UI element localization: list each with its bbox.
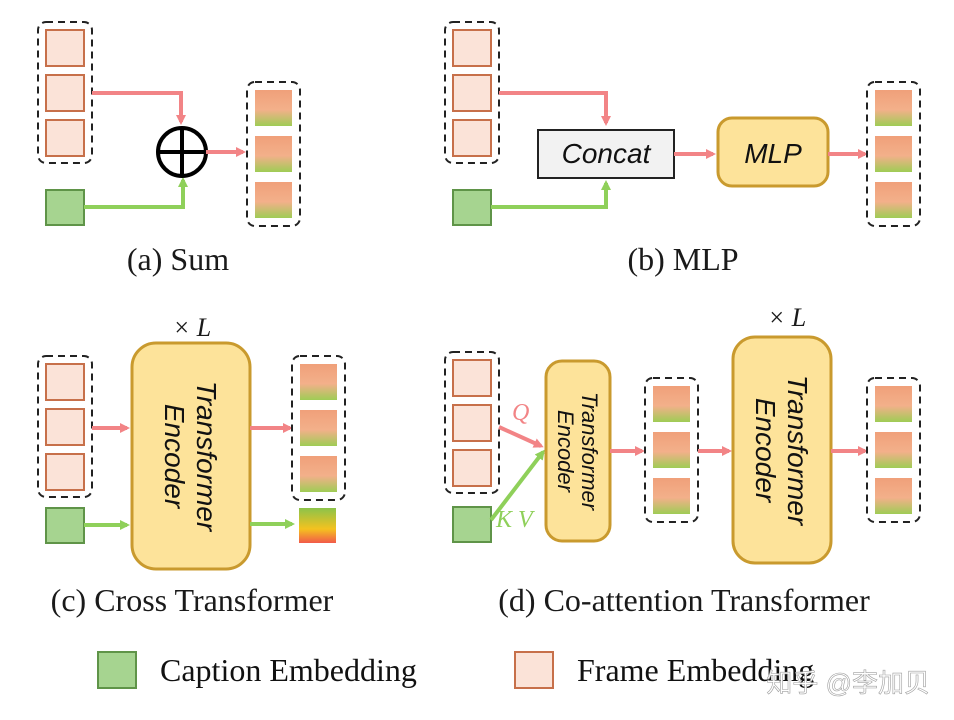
- caption-embedding-box: [45, 189, 85, 226]
- output-group-dashed: [246, 81, 301, 227]
- caption-embedding-legend-label: Caption Embedding: [160, 652, 417, 688]
- fused-embedding-box: [875, 90, 912, 126]
- query-label: Q: [512, 400, 529, 426]
- frame-group-dashed: [444, 351, 500, 494]
- transformer-encoder-block: [130, 341, 252, 571]
- sum-operator-icon: [156, 126, 208, 178]
- frame-embedding-box: [452, 119, 492, 157]
- caption-embedding-swatch: [97, 651, 137, 689]
- watermark: 知乎 @李加贝: [766, 668, 930, 698]
- panel-caption: (d) Co-attention Transformer: [498, 582, 870, 618]
- transformer-encoder-block: [731, 335, 833, 565]
- fused-embedding-box: [255, 136, 292, 172]
- caption-arrow: [491, 180, 611, 209]
- concat-label: Concat: [562, 138, 652, 169]
- encoder-label-line1: Transformer: [191, 381, 222, 533]
- encoder-label-line2: Encoder: [159, 404, 190, 510]
- frame-embedding-box: [45, 363, 85, 401]
- fused-embedding-box: [875, 432, 912, 468]
- key-value-label: K V: [495, 507, 535, 533]
- small-encoder-label-line2: Encoder: [553, 410, 578, 494]
- frame-embedding-box: [45, 74, 85, 112]
- panel-caption: (c) Cross Transformer: [51, 582, 334, 618]
- frame-embedding-box: [452, 359, 492, 397]
- frame-arrow: [499, 91, 611, 126]
- fused-embedding-box: [875, 478, 912, 514]
- frame-embedding-box: [452, 404, 492, 442]
- frame-embedding-box: [45, 119, 85, 157]
- frame-embedding-box: [452, 74, 492, 112]
- output-group-dashed: [866, 377, 921, 523]
- fused-embedding-box: [300, 364, 337, 400]
- repeat-label: × L: [768, 303, 807, 332]
- frame-embedding-box: [45, 408, 85, 446]
- frame-embedding-legend-label: Frame Embedding: [577, 652, 814, 688]
- mlp-label: MLP: [744, 138, 802, 169]
- encoder-label-line1: Transformer: [782, 375, 813, 527]
- fused-caption-box: [299, 508, 336, 543]
- fused-embedding-box: [300, 410, 337, 446]
- panel-b-mlp: Concat MLP (b) MLP: [444, 21, 921, 277]
- small-encoder-label-line1: Transformer: [577, 392, 602, 512]
- output-group-dashed: [866, 81, 921, 227]
- output-group-dashed: [291, 355, 346, 501]
- frame-embedding-box: [45, 453, 85, 491]
- panel-caption: (b) MLP: [627, 241, 738, 277]
- panel-d-co-attention-transformer: Q K V Transformer Encoder × L Transforme…: [444, 303, 921, 618]
- query-arrow: [498, 425, 544, 448]
- frame-embedding-swatch: [514, 651, 554, 689]
- repeat-label: × L: [173, 313, 212, 342]
- panel-a-sum: (a) Sum: [37, 21, 301, 277]
- fused-embedding-box: [653, 432, 690, 468]
- key-value-arrow: [489, 449, 545, 522]
- panel-caption: (a) Sum: [127, 241, 229, 277]
- encoder-label-line2: Encoder: [750, 398, 781, 504]
- frame-arrow: [92, 91, 186, 125]
- caption-arrow: [84, 177, 188, 209]
- fused-embedding-box: [300, 456, 337, 492]
- fused-embedding-box: [255, 90, 292, 126]
- panel-c-cross-transformer: × L Transformer Encoder (c) Cross Transf…: [37, 313, 346, 618]
- caption-embedding-box: [452, 506, 492, 543]
- fused-embedding-box: [255, 182, 292, 218]
- frame-embedding-box: [452, 449, 492, 487]
- frame-embedding-box: [45, 29, 85, 67]
- fused-embedding-box: [653, 478, 690, 514]
- frame-embedding-box: [452, 29, 492, 67]
- fused-embedding-box: [875, 182, 912, 218]
- fused-embedding-box: [875, 136, 912, 172]
- fused-embedding-box: [875, 386, 912, 422]
- caption-embedding-box: [45, 507, 85, 544]
- fused-embedding-box: [653, 386, 690, 422]
- caption-embedding-box: [452, 189, 492, 226]
- legend: Caption Embedding Frame Embedding: [97, 651, 814, 689]
